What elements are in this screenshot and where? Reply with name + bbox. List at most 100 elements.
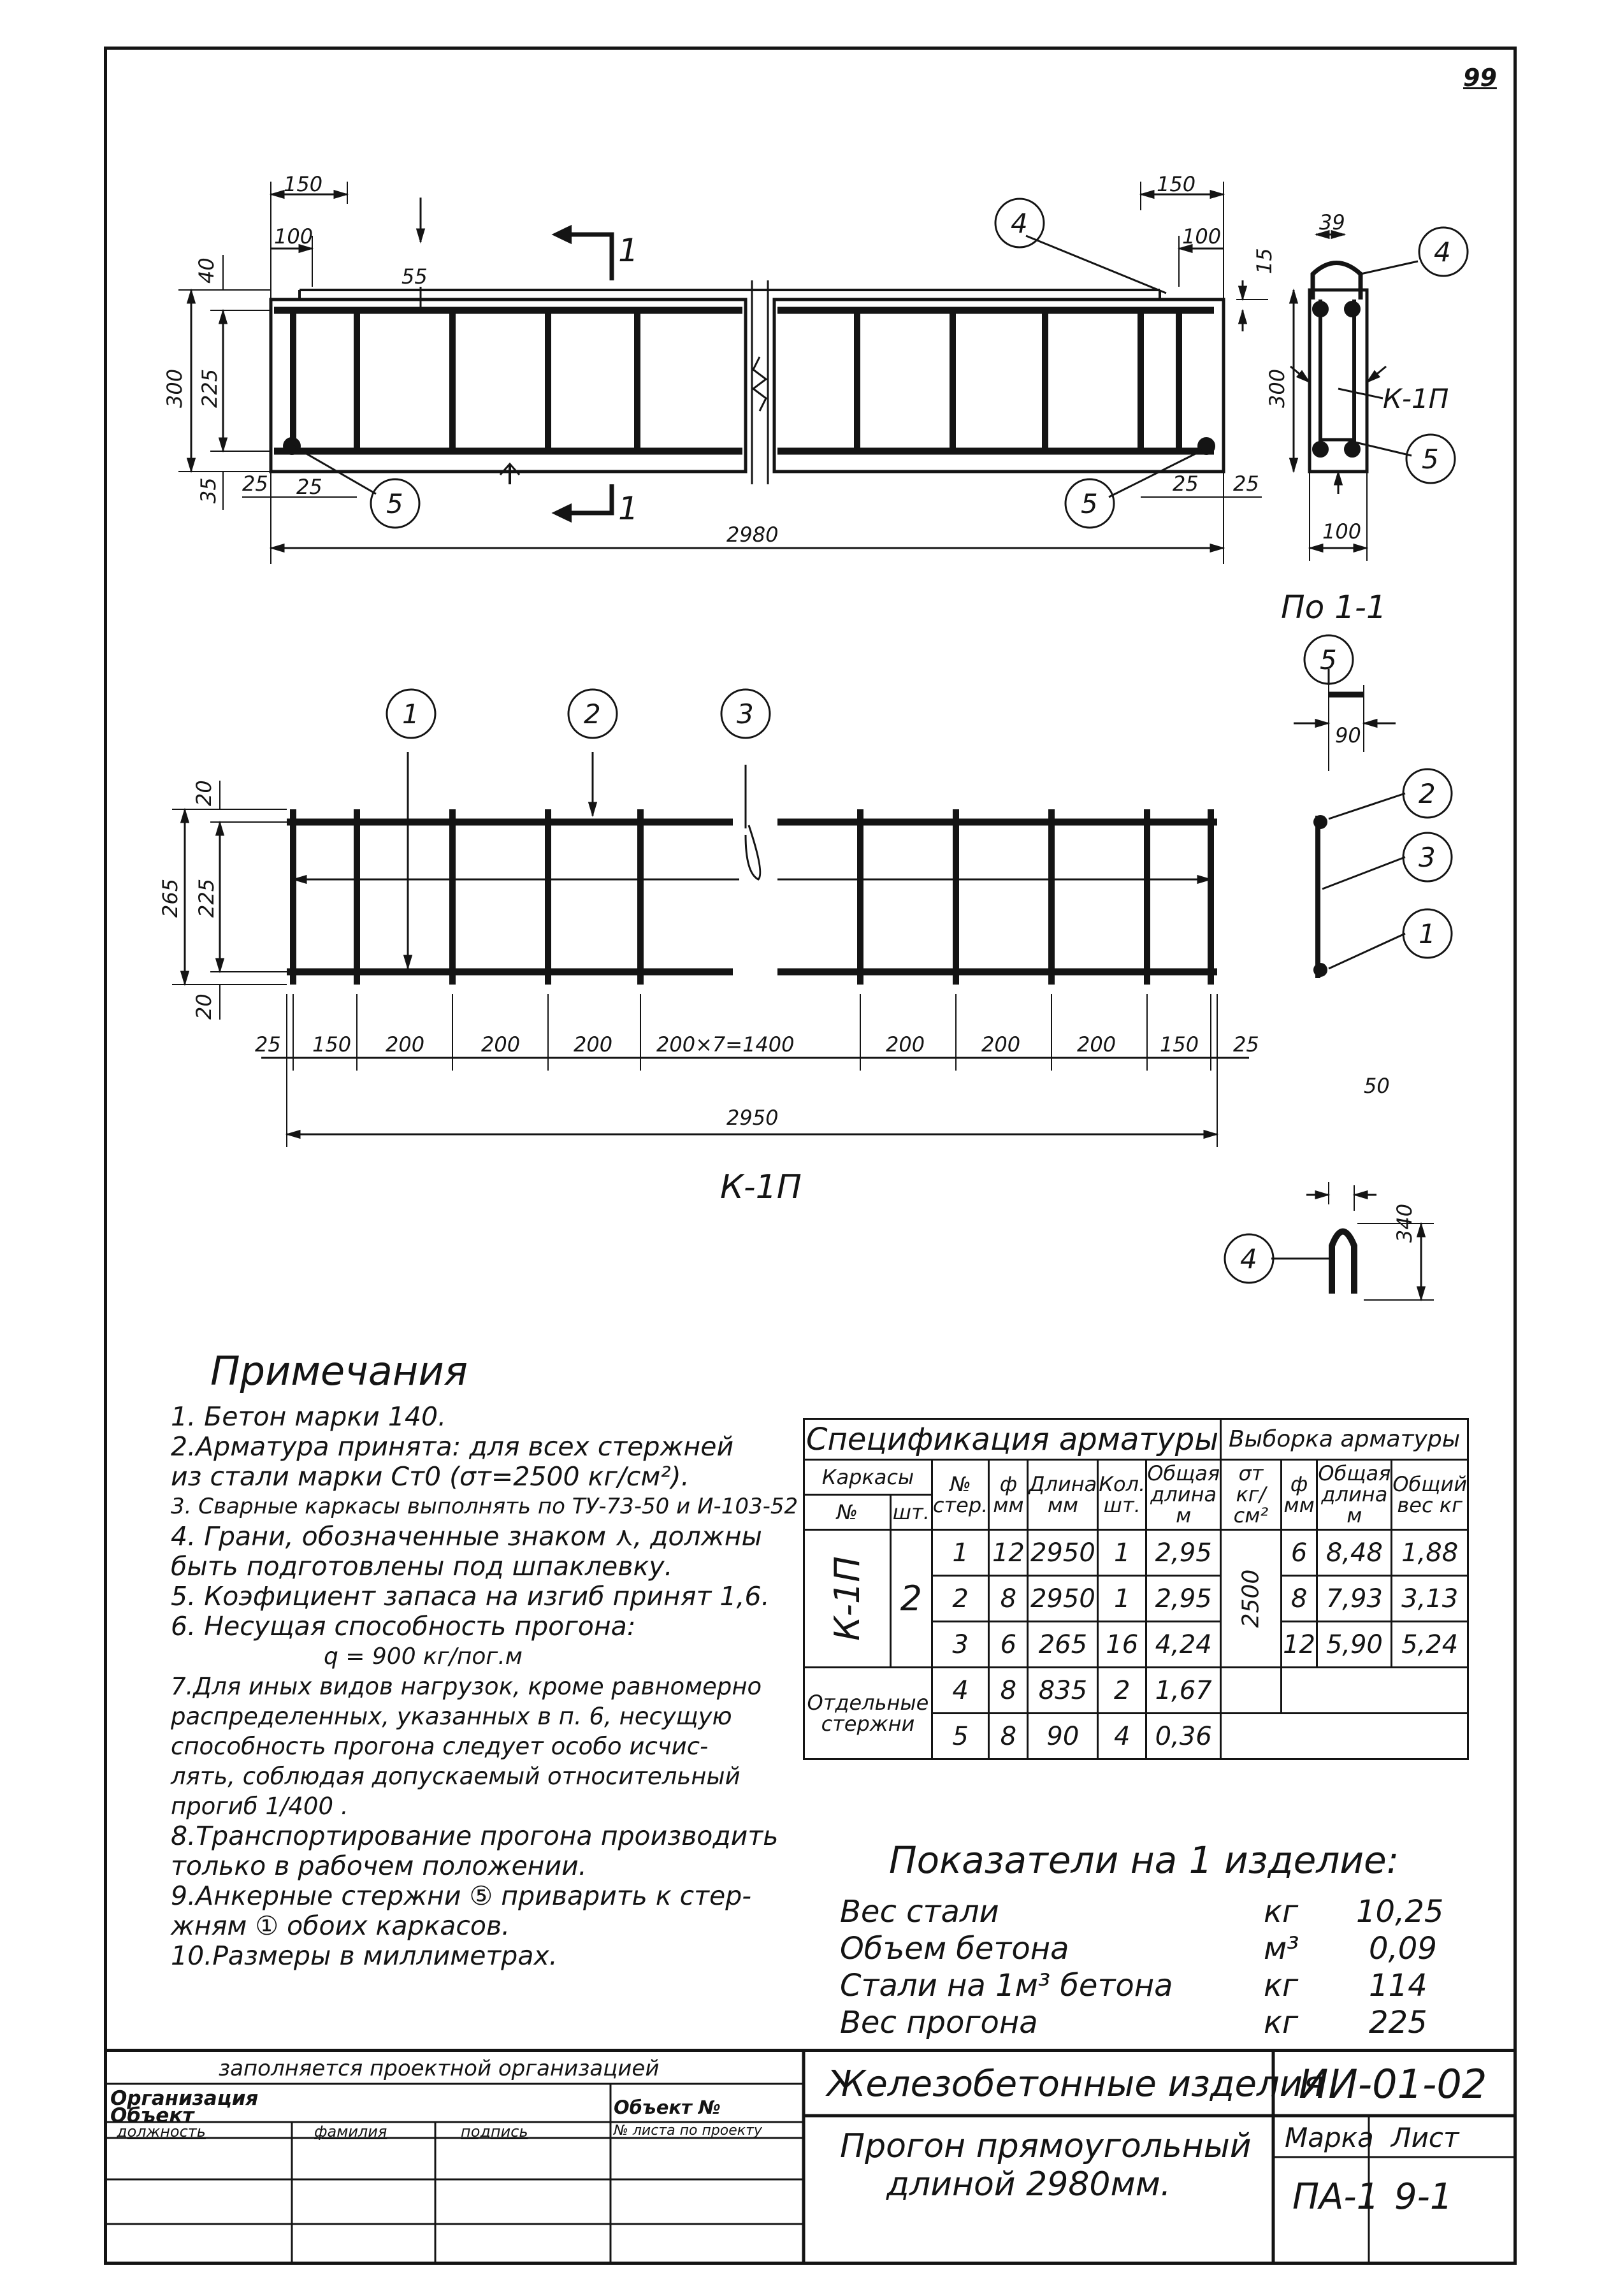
h-karkasy: Каркасы [803, 1459, 933, 1496]
note-line: быть подготовлены под шпаклевку. [171, 1551, 673, 1582]
tb-obj: Объект [110, 2104, 194, 2127]
tb-filled-by: заполняется проектной организацией [219, 2056, 660, 2081]
indicator-unit: м³ [1264, 1931, 1299, 1967]
dim-200-f: 200 [1077, 1032, 1116, 1057]
note-line: q = 900 кг/пог.м [324, 1643, 523, 1670]
row2-len: 2950 [1027, 1575, 1099, 1622]
cage-k1p [172, 752, 1249, 1147]
callout-2-side: 2 [1419, 778, 1436, 809]
row4-total: 1,67 [1145, 1666, 1222, 1714]
h-tlen: Общая длина м [1316, 1459, 1393, 1531]
indicator-value: 114 [1369, 1968, 1427, 2004]
note-line: лять, соблюдая допускаемый относительный [171, 1763, 740, 1790]
callout-3-side: 3 [1419, 842, 1436, 873]
row1-n: 1 [930, 1529, 990, 1577]
h-sigma: σт кг/см² [1220, 1459, 1282, 1531]
detail-4 [1271, 1182, 1434, 1302]
callout-5-detail: 5 [1320, 644, 1337, 675]
tb-series-code: ИИ-01-02 [1299, 2061, 1487, 2107]
title-block-lines [104, 2052, 1513, 2265]
h-phi: ф мм [988, 1459, 1029, 1531]
row1-qty: 1 [1097, 1529, 1148, 1577]
row3-phi: 6 [988, 1621, 1029, 1668]
dim-300-section: 300 [1265, 369, 1289, 408]
h-phi2: ф мм [1280, 1459, 1318, 1531]
dim-225: 225 [198, 369, 222, 408]
empty-cell [1280, 1666, 1470, 1714]
row5-phi: 8 [988, 1712, 1029, 1760]
h-qty: Кол. шт. [1097, 1459, 1148, 1531]
row5-total: 0,36 [1145, 1712, 1222, 1760]
detail-5 [1294, 669, 1396, 771]
dim-20a: 20 [192, 780, 216, 806]
dim-25b: 25 [296, 475, 322, 499]
indicator-value: 10,25 [1356, 1894, 1444, 1930]
spec-table: Спецификация арматуры Выборка арматуры К… [802, 1418, 1470, 1760]
note-line: 5. Коэфициент запаса на изгиб принят 1,6… [171, 1581, 770, 1612]
indicator-row: Стали на 1м³ бетона кг 114 [840, 1968, 1445, 2005]
dim-39: 39 [1319, 210, 1345, 235]
h-weight: Общий вес кг [1390, 1459, 1469, 1531]
detail-side [1313, 792, 1406, 978]
indicator-value: 0,09 [1369, 1931, 1437, 1967]
callout-1-cage: 1 [402, 698, 419, 730]
row3-total: 4,24 [1145, 1621, 1222, 1668]
sel1-tlen: 8,48 [1316, 1529, 1393, 1577]
indicator-label: Вес стали [840, 1894, 999, 1930]
indicator-unit: кг [1264, 1968, 1299, 2004]
page-number: 99 [1463, 64, 1497, 92]
caption-section-1-1: По 1-1 [1281, 589, 1387, 626]
row2-total: 2,95 [1145, 1575, 1222, 1622]
sel2-w: 3,13 [1390, 1575, 1469, 1622]
indicators-list: Вес стали кг 10,25 Объем бетона м³ 0,09 … [840, 1894, 1445, 2042]
row2-n: 2 [930, 1575, 990, 1622]
callout-3-cage: 3 [737, 698, 754, 730]
dim-2980: 2980 [726, 523, 778, 547]
separate-rods: Отдельные стержни [803, 1666, 933, 1760]
tb-mark-label: Марка [1285, 2122, 1374, 2153]
note-line: только в рабочем положении. [171, 1851, 587, 1881]
callout-1-side: 1 [1419, 918, 1436, 949]
row1-total: 2,95 [1145, 1529, 1222, 1577]
row5-len: 90 [1027, 1712, 1099, 1760]
sel1-phi: 6 [1280, 1529, 1318, 1577]
callout-5-section: 5 [1422, 444, 1439, 475]
note-line: 6. Несущая способность прогона: [171, 1611, 636, 1642]
note-line: способность прогона следует особо исчис- [171, 1733, 709, 1760]
dim-225-cage: 225 [194, 879, 219, 918]
indicator-unit: кг [1264, 2005, 1299, 2040]
title-block: заполняется проектной организацией Орган… [104, 2049, 1513, 2265]
tb-signature: подпись [461, 2123, 528, 2141]
dim-2950: 2950 [726, 1106, 778, 1130]
dim-90: 90 [1335, 723, 1361, 747]
dim-200-d: 200 [886, 1032, 925, 1057]
sel3-w: 5,24 [1390, 1621, 1469, 1668]
indicator-row: Вес стали кг 10,25 [840, 1894, 1445, 1931]
selection-title: Выборка арматуры [1220, 1418, 1469, 1461]
h-sht: шт. [889, 1494, 933, 1531]
caption-k1p: К-1П [720, 1168, 802, 1206]
indicator-unit: кг [1264, 1894, 1299, 1930]
indicator-row: Объем бетона м³ 0,09 [840, 1931, 1445, 1968]
dim-15: 15 [1252, 248, 1276, 274]
dim-25d: 25 [1233, 472, 1259, 496]
dim-25c: 25 [1173, 472, 1199, 496]
row1-len: 2950 [1027, 1529, 1099, 1577]
notes-title: Примечания [210, 1348, 468, 1394]
callout-2-cage: 2 [584, 698, 601, 730]
indicator-label: Объем бетона [840, 1931, 1069, 1967]
tb-position: должность [117, 2123, 206, 2141]
h-ster: № стер. [930, 1459, 990, 1531]
dim-340: 340 [1392, 1204, 1417, 1243]
indicator-label: Стали на 1м³ бетона [840, 1968, 1173, 2004]
sel2-tlen: 7,93 [1316, 1575, 1393, 1622]
section-mark-bottom: 1 [618, 490, 639, 527]
tb-series-title: Железобетонные изделия [827, 2063, 1324, 2105]
tb-mark: ПА-1 [1292, 2176, 1380, 2218]
callout-4-main: 4 [1011, 208, 1028, 239]
dim-20b: 20 [192, 993, 216, 1020]
tb-org: Организация [110, 2087, 259, 2110]
row4-qty: 2 [1097, 1666, 1148, 1714]
h-no: № [803, 1494, 892, 1531]
dim-25-cage-left: 25 [255, 1032, 281, 1057]
